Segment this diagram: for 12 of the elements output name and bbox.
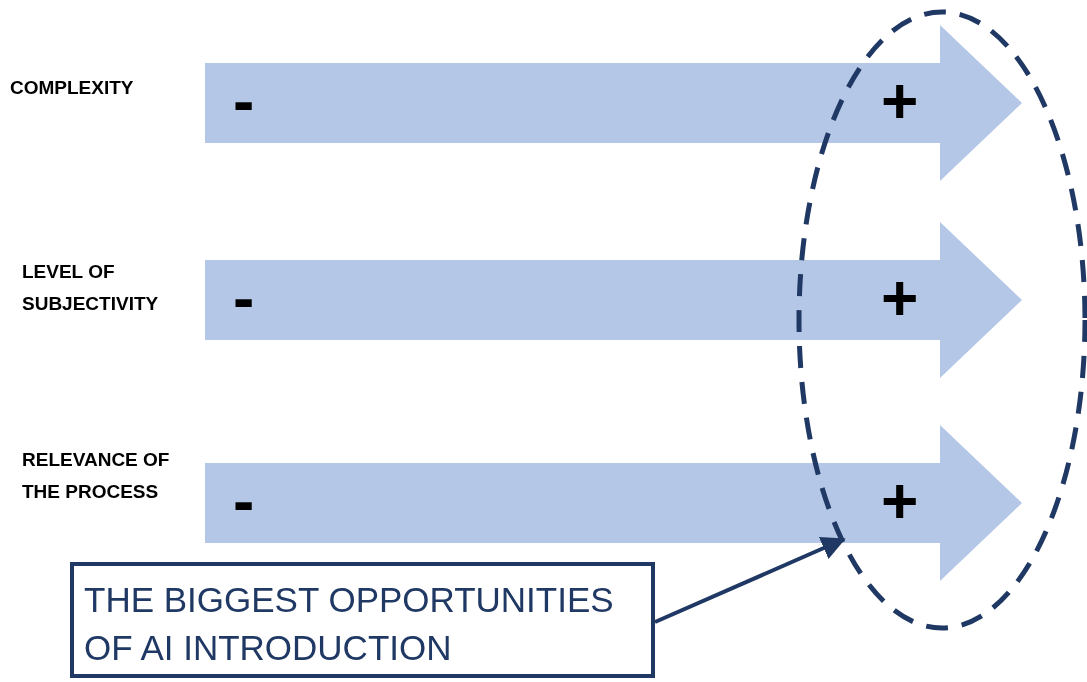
plus-sign: + [881,69,919,133]
axis-label: LEVEL OF SUBJECTIVITY [22,260,160,316]
callout-box [70,562,655,678]
callout-text: THE BIGGEST OPPORTUNITIES OF AI INTRODUCTION [84,579,615,669]
minus-sign: - [233,469,255,533]
axis-label: COMPLEXITY [10,76,135,100]
plus-sign: + [881,469,919,533]
plus-sign: + [881,266,919,330]
arrow [654,537,846,624]
minus-sign: - [233,69,255,133]
axis-label: RELEVANCE OF THE PROCESS [22,448,171,504]
minus-sign: - [233,266,255,330]
